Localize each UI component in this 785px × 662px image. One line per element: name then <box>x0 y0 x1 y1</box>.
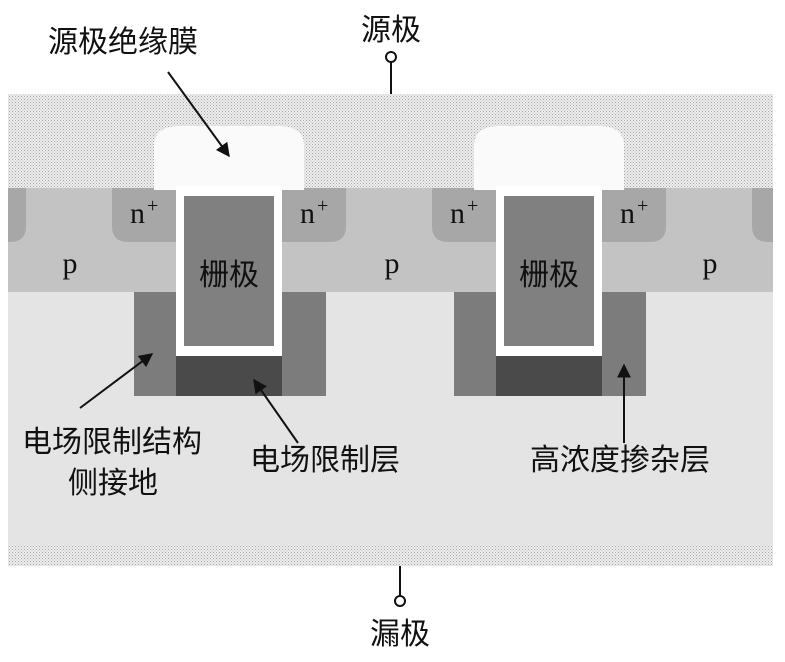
p-label-center: p <box>385 247 400 280</box>
n-plus-label-3-sup: + <box>467 195 478 217</box>
n-plus-region-1 <box>112 188 176 242</box>
source-terminal-node <box>385 51 397 63</box>
n-plus-label-2-sup: + <box>317 195 328 217</box>
n-plus-label-4-sup: + <box>637 195 648 217</box>
source-insulation-arrow <box>167 71 230 158</box>
n-plus-region-3 <box>432 188 496 242</box>
source-metal <box>8 94 773 190</box>
n-plus-region-4 <box>602 188 666 242</box>
drain-metal <box>8 544 773 566</box>
n-plus-label-2-base: n <box>300 197 315 230</box>
field-limit-layer-arrow <box>253 378 299 444</box>
n-plus-label-1: n + <box>130 195 158 230</box>
n-plus-edge-left <box>8 188 26 242</box>
n-plus-edge-right <box>752 188 773 242</box>
n-plus-label-3-base: n <box>450 197 465 230</box>
gate-label-right: 栅极 <box>519 258 579 293</box>
field-limit-side-ground-label-line2: 侧接地 <box>68 466 158 501</box>
high-doping-layer-label: 高浓度掺杂层 <box>530 443 710 478</box>
high-doping-layer-right-a <box>454 292 496 396</box>
n-plus-label-1-base: n <box>130 197 145 230</box>
gate-electrode-left <box>184 196 274 346</box>
field-limit-layer-left <box>176 356 282 396</box>
p-label-left: p <box>63 247 78 280</box>
drain-label: 漏极 <box>370 617 430 652</box>
field-limit-layer-label: 电场限制层 <box>250 443 400 478</box>
gate-electrode-right <box>504 196 594 346</box>
high-doping-layer-left-b <box>282 292 326 396</box>
source-insulation-label: 源极绝缘膜 <box>48 25 198 60</box>
high-doping-layer-left-a <box>134 292 176 396</box>
drift-region <box>8 292 773 544</box>
field-limit-side-ground-arrow <box>79 353 154 409</box>
field-limit-layer-right <box>496 356 602 396</box>
n-plus-region-2 <box>282 188 346 242</box>
n-plus-label-1-sup: + <box>147 195 158 217</box>
source-label: 源极 <box>361 13 421 48</box>
source-insulation-film-left <box>154 126 304 190</box>
field-limit-side-ground-label-line1: 电场限制结构 <box>22 425 202 460</box>
p-label-right: p <box>703 247 718 280</box>
gate-label-left: 栅极 <box>199 258 259 293</box>
n-plus-label-4-base: n <box>620 197 635 230</box>
drain-terminal-node <box>394 595 406 607</box>
n-plus-label-2: n + <box>300 195 328 230</box>
source-insulation-film-right <box>474 126 624 190</box>
n-plus-label-3: n + <box>450 195 478 230</box>
n-plus-label-4: n + <box>620 195 648 230</box>
